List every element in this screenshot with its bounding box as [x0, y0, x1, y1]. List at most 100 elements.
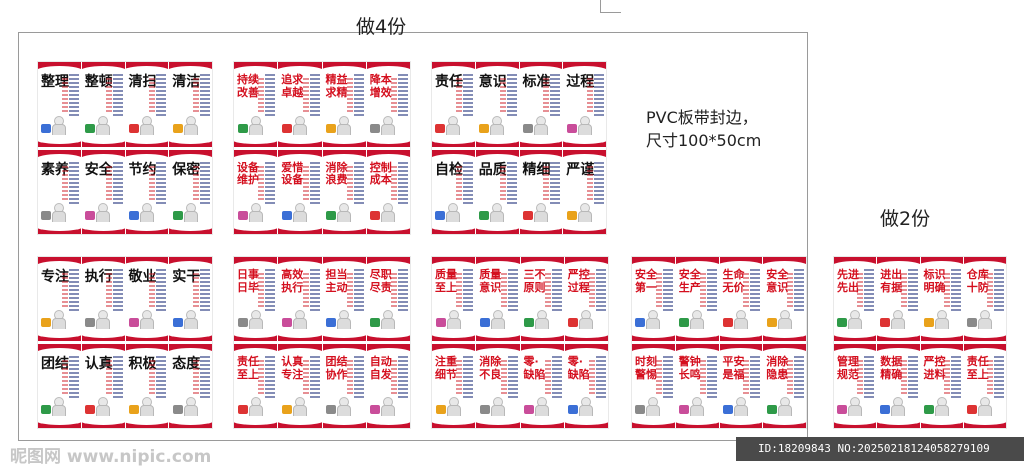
panel-bottom-band [169, 329, 212, 341]
panel-top-band [322, 344, 366, 358]
panel-bottom-band [322, 222, 366, 234]
panel-body-text [346, 273, 353, 309]
panel-top-band [125, 344, 169, 358]
board-panel: 团结 协作 [322, 344, 366, 428]
panel-body-text [258, 78, 265, 114]
panel-body-text [596, 269, 606, 313]
panel-top-band [366, 344, 410, 358]
panel-bottom-band [125, 416, 169, 428]
panel-title: 先进 先出 [837, 268, 859, 294]
panel-title: 责任 至上 [966, 355, 989, 381]
panel-top-band [519, 62, 563, 76]
panel-body-text [302, 273, 309, 309]
panel-bottom-band [963, 329, 1006, 341]
panel-body-text [662, 356, 673, 400]
panel-top-band [877, 257, 920, 271]
panel-body-text [105, 78, 112, 114]
panel-body-text [994, 356, 1004, 400]
panel-body-text [265, 74, 276, 118]
panel-bottom-band [877, 416, 920, 428]
group-responsibility: 日事 日毕高效 执行担当 主动尽职 尽责责任 至上认真 专注团结 协作自动 自发 [234, 257, 410, 428]
panel-top-band [963, 257, 1006, 271]
panel-body-text [398, 161, 408, 206]
panel-title: 消除 隐患 [766, 355, 789, 381]
panel-top-band [563, 149, 606, 164]
panel-top-band [476, 344, 520, 358]
panel-top-band [476, 257, 520, 271]
board-panel: 进出 有据 [877, 257, 920, 341]
panel-top-band [38, 62, 81, 76]
panel-top-band [169, 344, 212, 358]
panel-top-band [564, 344, 608, 358]
panel-bottom-band [125, 222, 169, 234]
panel-body-text [309, 356, 320, 400]
board-panel: 素养 [38, 149, 81, 234]
group-warehouse: 先进 先出进出 有据标识 明确仓库 十防管理 规范数据 精确严控 进料责任 至上 [834, 257, 1006, 428]
panel-title: 消除 浪费 [325, 160, 348, 187]
panel-body-text [149, 360, 156, 396]
panel-bottom-band [234, 134, 278, 147]
panel-top-band [763, 257, 806, 271]
panel-bottom-band [476, 416, 520, 428]
panel-body-text [463, 356, 474, 400]
panel-body-text [156, 161, 167, 206]
board-panel: 严控 进料 [920, 344, 963, 428]
board-panel: 警钟 长鸣 [675, 344, 719, 428]
panel-title: 零· 缺陷 [567, 355, 590, 381]
panel-bottom-band [366, 416, 410, 428]
panel-bottom-band [38, 222, 81, 234]
panel-bottom-band [234, 329, 278, 341]
board-panel: 积极 [125, 344, 169, 428]
panel-top-band [322, 62, 366, 76]
group-quality: 质量 至上质量 意识三不 原则严控 过程注重 细节消除 不良零· 缺陷零· 缺陷 [432, 257, 608, 428]
board-panel: 尽职 尽责 [366, 257, 410, 341]
panel-body-text [794, 269, 804, 313]
panel-top-band [675, 257, 719, 271]
panel-body-text [302, 78, 309, 114]
panel-body-text [699, 360, 706, 396]
panel-body-text [507, 269, 518, 313]
panel-body-text [950, 356, 961, 400]
board-panel: 零· 缺陷 [564, 344, 608, 428]
panel-body-text [61, 273, 68, 309]
panel-body-text [543, 165, 550, 202]
panel-body-text [61, 360, 68, 396]
panel-body-text [391, 78, 397, 114]
panel-body-text [156, 356, 167, 400]
panel-body-text [398, 269, 408, 313]
panel-title: 安全 第一 [635, 268, 657, 294]
panel-top-band [125, 257, 169, 271]
panel-top-band [278, 149, 322, 164]
board-panel: 认真 [81, 344, 125, 428]
panel-body-text [594, 74, 604, 118]
panel-body-text [68, 356, 79, 400]
panel-top-band [632, 344, 675, 358]
board-panel: 严控 过程 [564, 257, 608, 341]
panel-body-text [864, 269, 875, 313]
panel-body-text [857, 360, 864, 396]
panel-bottom-band [675, 329, 719, 341]
panel-top-band [520, 257, 564, 271]
panel-body-text [112, 74, 123, 118]
panel-bottom-band [432, 416, 476, 428]
panel-title: 进出 有据 [880, 268, 903, 294]
board-panel: 责任 至上 [234, 344, 278, 428]
panel-body-text [346, 165, 353, 202]
board-panel: 标识 明确 [920, 257, 963, 341]
panel-body-text [61, 78, 68, 114]
panel-bottom-band [38, 416, 81, 428]
panel-title: 生命 无价 [722, 268, 745, 294]
panel-body-text [750, 356, 761, 400]
board-panel: 保密 [169, 149, 212, 234]
panel-top-band [432, 257, 476, 271]
panel-title: 安全 意识 [766, 268, 789, 294]
panel-body-text [507, 356, 518, 400]
panel-body-text [743, 360, 750, 396]
panel-top-band [234, 344, 278, 358]
board-panel: 爱惜 设备 [278, 149, 322, 234]
panel-bottom-band [834, 416, 877, 428]
panel-title: 数据 精确 [880, 355, 903, 381]
panel-body-text [500, 273, 507, 309]
panel-body-text [857, 273, 864, 309]
panel-bottom-band [920, 416, 963, 428]
